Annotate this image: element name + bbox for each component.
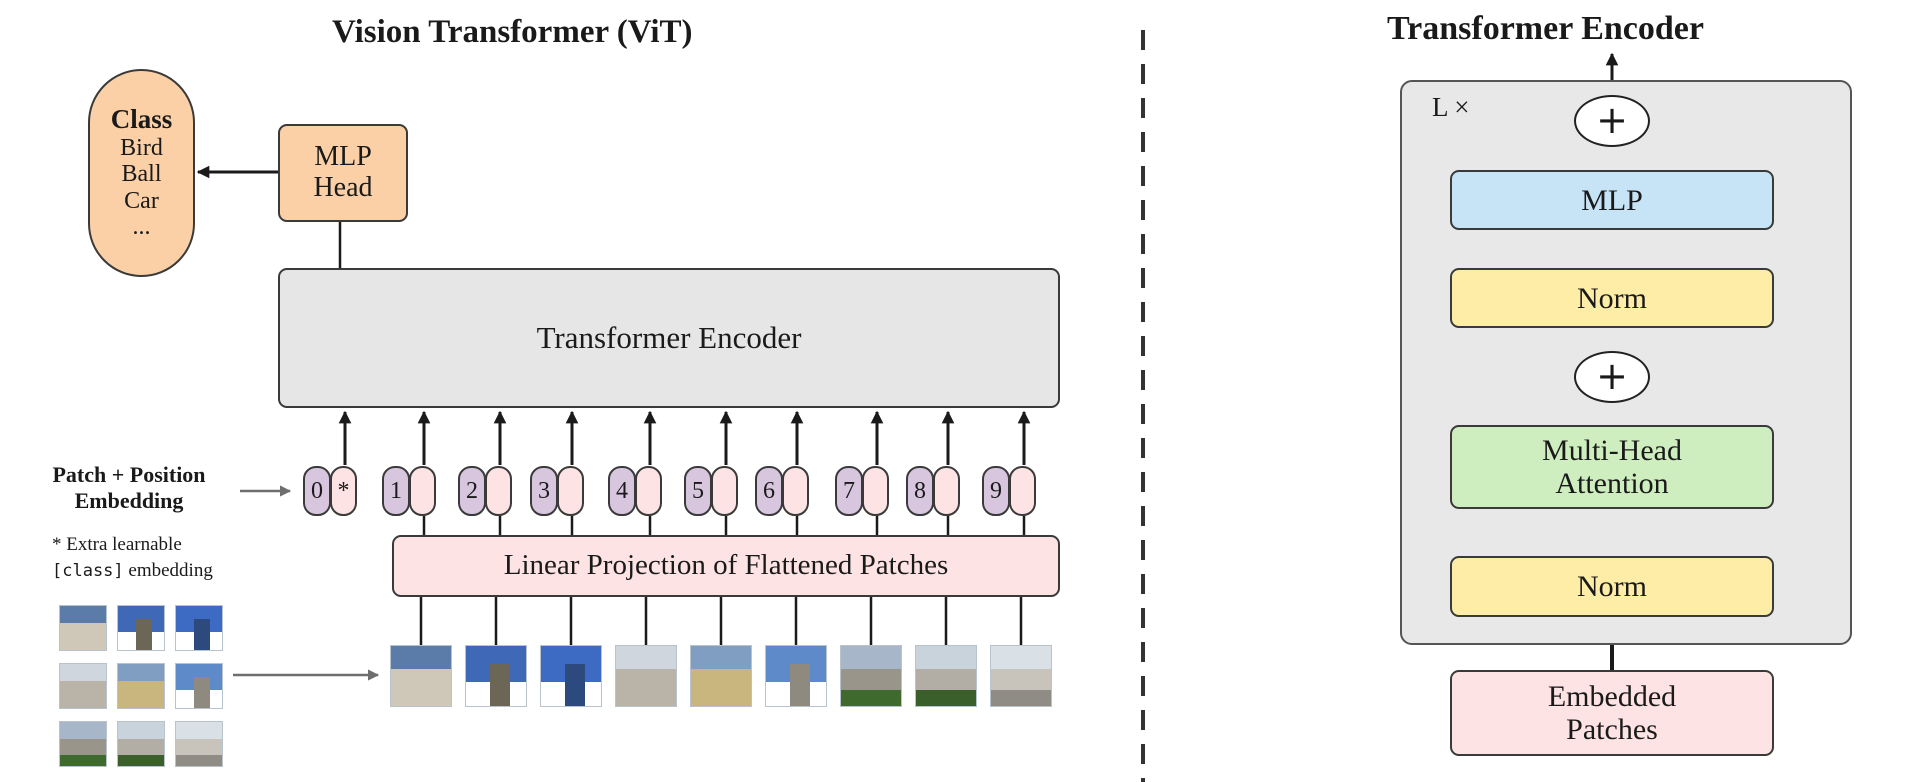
- norm-label-top: Norm: [1577, 281, 1647, 315]
- image-patch-thumbnail: [915, 645, 977, 707]
- mlp-label: MLP: [1581, 183, 1643, 217]
- patch-token: [557, 466, 584, 516]
- image-patch-thumbnail: [690, 645, 752, 707]
- patch-embedding-line1: Patch + Position: [52, 462, 206, 487]
- footnote: * Extra learnable [class] embedding: [52, 532, 213, 583]
- mlp-block: MLP: [1450, 170, 1774, 230]
- class-token-code: [class]: [52, 560, 124, 581]
- image-patch-thumbnail: [59, 605, 107, 651]
- footnote-line1: * Extra learnable: [52, 534, 182, 555]
- image-patch-thumbnail: [765, 645, 827, 707]
- norm-block-bottom: Norm: [1450, 556, 1774, 617]
- patch-token: [711, 466, 738, 516]
- image-patch-thumbnail: [840, 645, 902, 707]
- image-patch-thumbnail: [117, 663, 165, 709]
- mlp-head-line1: MLP: [314, 141, 372, 173]
- position-token: 0: [303, 466, 331, 516]
- patch-token: [862, 466, 889, 516]
- transformer-encoder-box: Transformer Encoder: [278, 268, 1060, 408]
- encoder-title: Transformer Encoder: [1387, 10, 1704, 47]
- position-token: 2: [458, 466, 486, 516]
- image-patch-thumbnail: [390, 645, 452, 707]
- embedded-patches-block: Embedded Patches: [1450, 670, 1774, 756]
- image-patch-thumbnail: [117, 721, 165, 767]
- norm-label-bottom: Norm: [1577, 570, 1647, 603]
- class-item: Car: [124, 187, 159, 214]
- image-patch-thumbnail: [59, 663, 107, 709]
- position-token: 1: [382, 466, 410, 516]
- footnote-line2-rest: embedding: [123, 559, 213, 581]
- linear-projection-label: Linear Projection of Flattened Patches: [503, 549, 949, 582]
- patch-position-embedding-label: Patch + Position Embedding: [24, 462, 234, 513]
- plus-icon: +: [1574, 95, 1650, 147]
- class-item: Bird: [120, 135, 163, 162]
- position-token: 4: [608, 466, 636, 516]
- linear-projection-box: Linear Projection of Flattened Patches: [392, 535, 1060, 597]
- position-token: 7: [835, 466, 863, 516]
- transformer-encoder-label: Transformer Encoder: [536, 319, 802, 355]
- patch-embedding-line2: Embedding: [74, 487, 184, 513]
- image-patch-thumbnail: [175, 721, 223, 767]
- image-patch-thumbnail: [615, 645, 677, 707]
- patch-token: [485, 466, 512, 516]
- class-output-box: Class Bird Ball Car ...: [88, 69, 195, 277]
- class-item: Ball: [121, 161, 162, 188]
- token-arrow-group: [338, 410, 1031, 535]
- mlp-head-line2: Head: [313, 172, 373, 203]
- image-patch-thumbnail: [540, 645, 602, 707]
- norm-block-top: Norm: [1450, 268, 1774, 328]
- position-token: 9: [982, 466, 1010, 516]
- plus-icon: +: [1574, 351, 1650, 403]
- position-token: 6: [755, 466, 783, 516]
- patch-line-group: [419, 597, 1023, 645]
- multi-head-attention-block: Multi-Head Attention: [1450, 425, 1774, 509]
- patch-token: [782, 466, 809, 516]
- class-token: *: [330, 466, 357, 516]
- image-patch-thumbnail: [117, 605, 165, 651]
- position-token: 8: [906, 466, 934, 516]
- image-patch-thumbnail: [175, 605, 223, 651]
- position-token: 5: [684, 466, 712, 516]
- patch-token: [409, 466, 436, 516]
- class-item: ...: [132, 214, 151, 241]
- image-patch-thumbnail: [59, 721, 107, 767]
- repeat-label: L ×: [1432, 92, 1470, 122]
- image-patch-thumbnail: [465, 645, 527, 707]
- embedded-patches-line2: Patches: [1566, 713, 1658, 746]
- mlp-head-box: MLP Head: [278, 124, 408, 222]
- position-token: 3: [530, 466, 558, 516]
- image-patch-thumbnail: [990, 645, 1052, 707]
- patch-token: [635, 466, 662, 516]
- vit-title: Vision Transformer (ViT): [332, 14, 693, 50]
- patch-token: [933, 466, 960, 516]
- patch-token: [1009, 466, 1036, 516]
- attention-line1: Multi-Head: [1542, 434, 1682, 467]
- embedded-patches-line1: Embedded: [1547, 680, 1677, 713]
- attention-line2: Attention: [1555, 467, 1669, 500]
- footnote-line2: [class] embedding: [52, 558, 213, 584]
- class-heading: Class: [110, 104, 173, 135]
- image-patch-thumbnail: [175, 663, 223, 709]
